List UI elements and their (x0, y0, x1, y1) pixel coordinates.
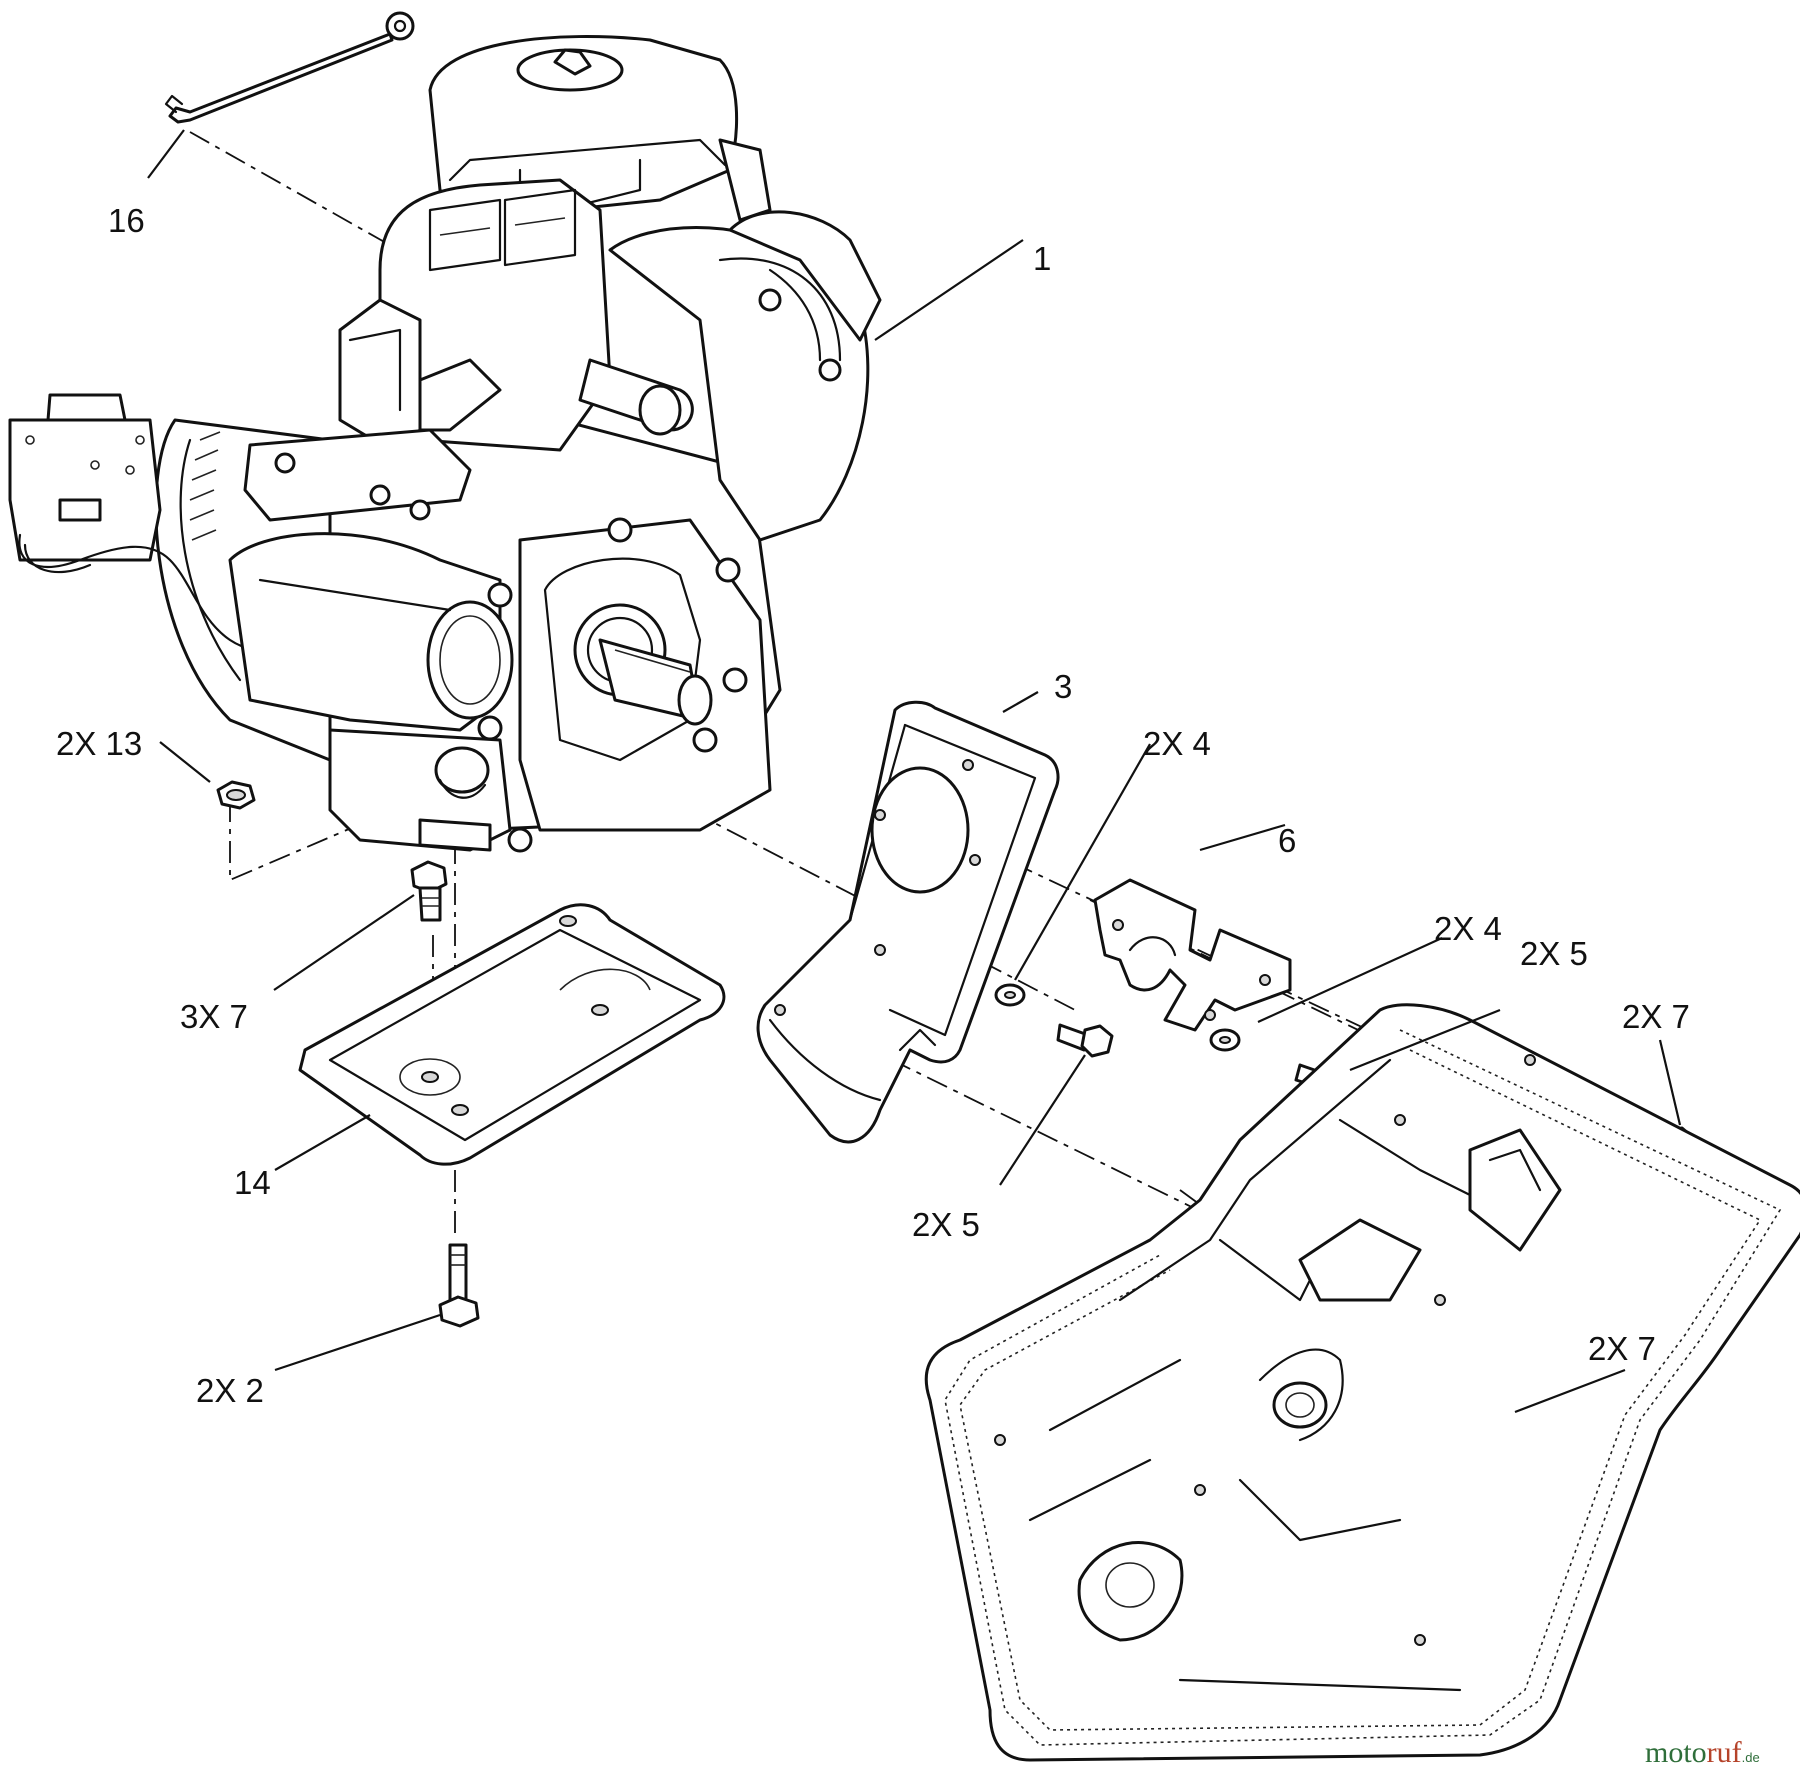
flat-washer-upper (994, 983, 1026, 1007)
callout-14: 14 (234, 1164, 271, 1201)
dipstick-part (164, 11, 415, 124)
leader-lines (147, 129, 1682, 1414)
engine-plate-part (756, 700, 1060, 1144)
long-bolt-part (438, 1243, 480, 1328)
bracket-part (1093, 878, 1292, 1032)
chassis-housing-part (924, 1003, 1800, 1762)
watermark-logo: motoruf.de (1645, 1736, 1760, 1769)
callout-2x13: 2X 13 (56, 725, 142, 762)
callout-2x7-low: 2X 7 (1588, 1330, 1656, 1367)
callout-labels: 16 1 3 2X 13 2X 4 6 2X 4 2X 5 3X 7 2X 7 … (56, 202, 1690, 1409)
watermark-brand-part-b: ruf (1707, 1736, 1742, 1769)
callout-2x7-top: 2X 7 (1622, 998, 1690, 1035)
hex-nut-part (216, 780, 256, 810)
callout-1: 1 (1033, 240, 1051, 277)
callout-2x4-mid: 2X 4 (1434, 910, 1502, 947)
watermark-tld: .de (1742, 1750, 1760, 1765)
callout-2x5-low: 2X 5 (912, 1206, 980, 1243)
callout-6: 6 (1278, 822, 1296, 859)
short-bolt-upper (1056, 1023, 1114, 1058)
hex-bolt-upper-left (410, 860, 448, 922)
watermark-brand-part-a: moto (1645, 1736, 1707, 1769)
callout-2x2: 2X 2 (196, 1372, 264, 1409)
flat-washer-lower (1209, 1028, 1241, 1052)
svg-text:motoruf.de: motoruf.de (1645, 1736, 1760, 1769)
callout-2x5-right: 2X 5 (1520, 935, 1588, 972)
base-plate-part (298, 903, 726, 1166)
callout-3: 3 (1054, 668, 1072, 705)
shroud-vents (189, 431, 221, 541)
callout-16: 16 (108, 202, 145, 239)
callout-3x7: 3X 7 (180, 998, 248, 1035)
callout-2x4-top: 2X 4 (1143, 725, 1211, 762)
engine-assembly (8, 35, 882, 853)
